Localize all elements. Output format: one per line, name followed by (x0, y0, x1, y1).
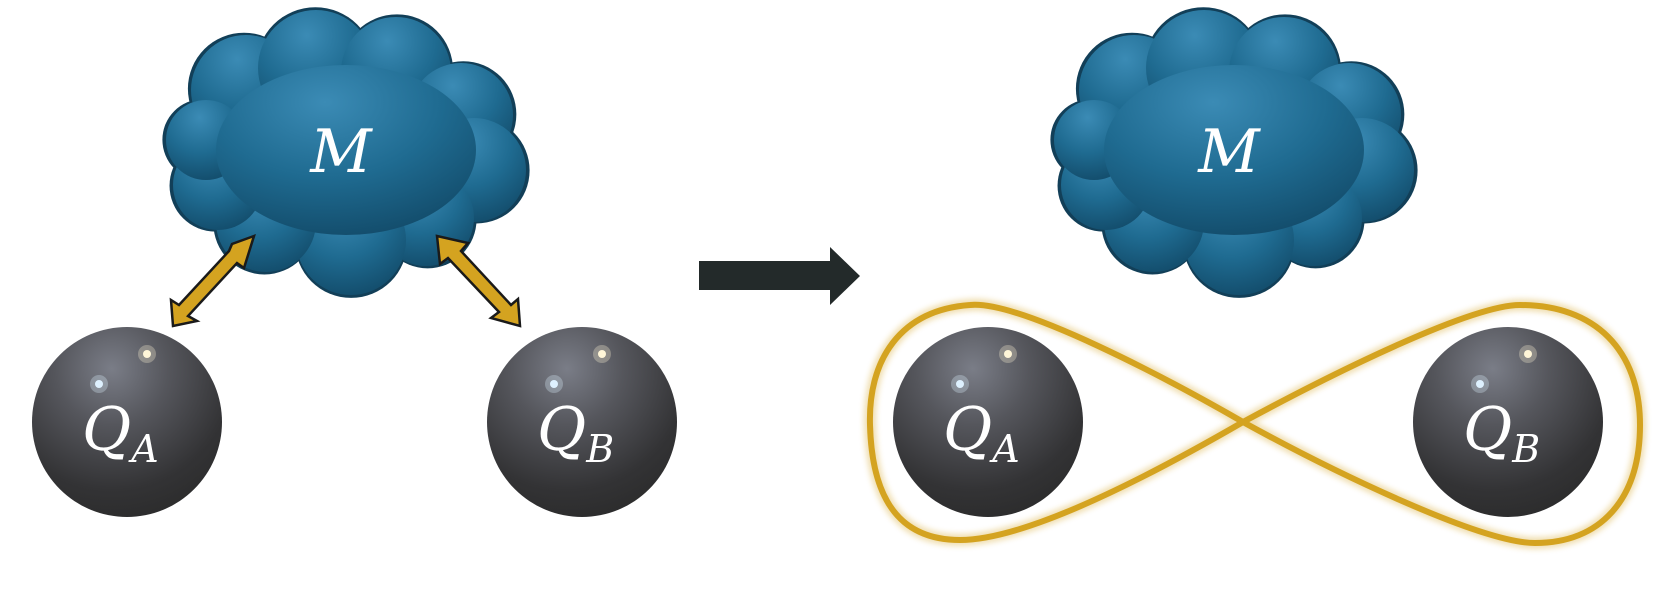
qubit-subscript: B (585, 427, 614, 471)
qubit-b-right: QB (1413, 327, 1603, 517)
cloud-label: M (309, 117, 373, 187)
svg-text:QB: QB (537, 395, 614, 471)
transition-arrow (699, 247, 860, 305)
qubit-b-left: QB (487, 327, 677, 517)
interaction-arrow-left (169, 233, 256, 328)
entanglement-loop (863, 298, 1646, 549)
qubit-letter: Q (82, 395, 131, 465)
interaction-arrow-right (435, 234, 522, 328)
svg-text:QB: QB (1463, 395, 1540, 471)
right-panel: M QA QB (863, 7, 1646, 549)
qubit-subscript: A (128, 427, 158, 471)
qubit-subscript: B (1511, 427, 1540, 471)
qubit-a-right: QA (893, 327, 1083, 517)
qubit-subscript: A (989, 427, 1019, 471)
qubit-a-left: QA (32, 327, 222, 517)
qubit-letter: Q (1463, 395, 1512, 465)
left-panel: M QA QB (32, 7, 677, 517)
cloud-m-left: M (162, 7, 530, 298)
cloud-label: M (1197, 117, 1261, 187)
qubit-letter: Q (943, 395, 992, 465)
svg-text:QA: QA (943, 395, 1020, 471)
qubit-letter: Q (537, 395, 586, 465)
cloud-m-right: M (1050, 7, 1418, 298)
svg-text:QA: QA (82, 395, 159, 471)
